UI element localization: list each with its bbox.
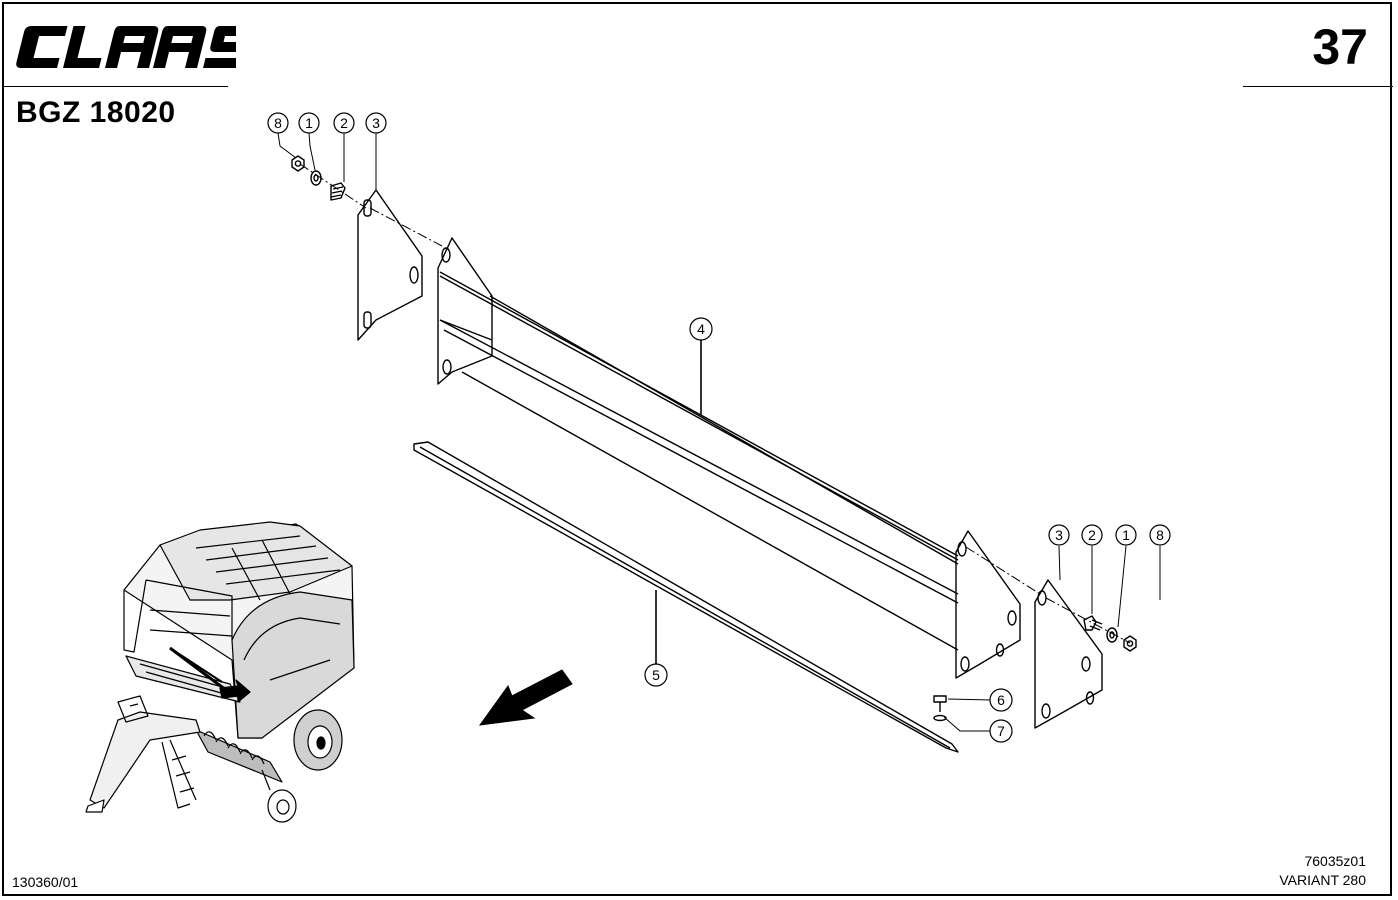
callout-3-left: [365, 112, 387, 134]
callout-2-left: [333, 112, 355, 134]
callout-6: [989, 688, 1013, 712]
callout-label-2-right: 2: [1088, 527, 1096, 543]
page-number: 37: [1312, 19, 1368, 75]
page-number-underline: [1243, 86, 1393, 87]
callouts: [267, 112, 1171, 743]
callout-3-right: [1048, 524, 1070, 546]
callout-1-left: [298, 112, 320, 134]
left-fasteners: [291, 155, 346, 201]
document-code: BGZ 18020: [16, 96, 176, 129]
round-baler-overview-icon: [85, 521, 355, 823]
figure-reference: 76035z01: [1304, 853, 1366, 869]
callout-8-left: [267, 112, 289, 134]
callout-7: [989, 719, 1013, 743]
callout-label-1-right: 1: [1122, 527, 1130, 543]
callout-label-8-left: 8: [274, 115, 282, 131]
callout-1-right: [1115, 524, 1137, 546]
support-beam: [437, 237, 1021, 679]
callout-label-6: 6: [997, 692, 1005, 708]
right-fasteners: [1083, 615, 1137, 652]
callout-label-2-left: 2: [340, 115, 348, 131]
scraper-strip: [413, 441, 959, 753]
callout-label-8-right: 8: [1156, 527, 1164, 543]
footer-info: 76035z01 VARIANT 280: [1279, 852, 1366, 890]
drawing-number: 130360/01: [12, 874, 79, 890]
callout-5: [644, 663, 668, 687]
travel-direction-arrow-icon: [478, 669, 573, 726]
left-mounting-plate: [357, 189, 423, 341]
strip-bolt-and-washer: [933, 695, 947, 722]
model-name: VARIANT 280: [1279, 872, 1366, 888]
callout-labels: 8 1 2 3 4 5 6 7 3 2 1 8: [274, 115, 1164, 739]
callout-label-3-right: 3: [1055, 527, 1063, 543]
callout-8-right: [1149, 524, 1171, 546]
callout-label-7: 7: [997, 723, 1005, 739]
callout-label-3-left: 3: [372, 115, 380, 131]
logo-underline: [4, 86, 228, 87]
callout-4: [689, 317, 713, 341]
callout-label-5: 5: [652, 667, 660, 683]
callout-label-4: 4: [697, 321, 705, 337]
callout-label-1-left: 1: [305, 115, 313, 131]
claas-logo: [16, 26, 236, 68]
callout-2-right: [1081, 524, 1103, 546]
